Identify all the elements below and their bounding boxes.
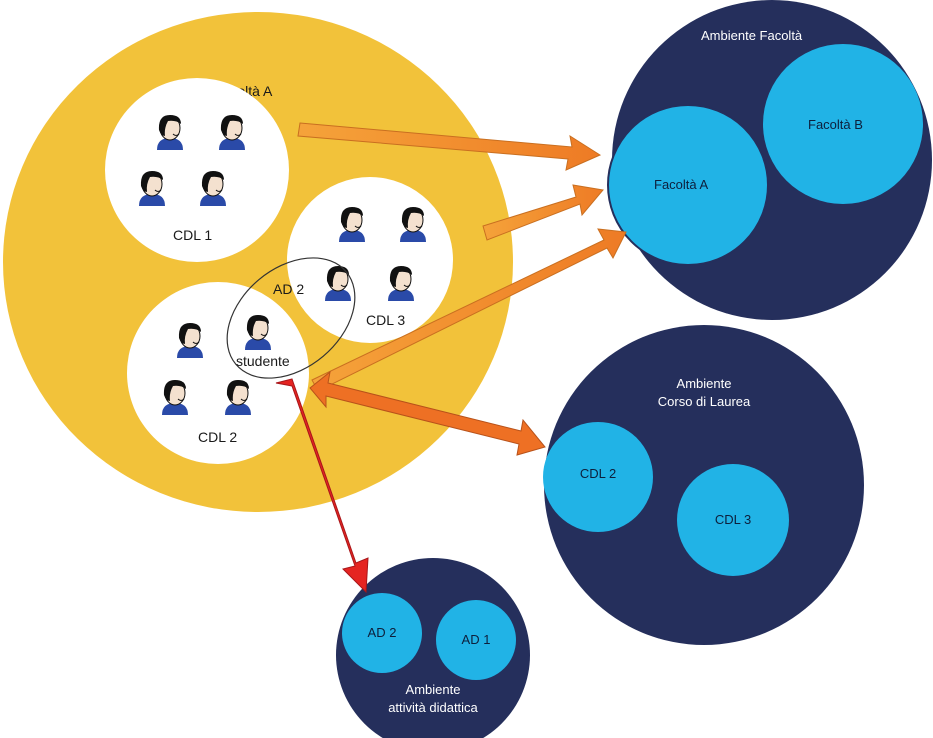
env-course-cdl3-label: CDL 3 (715, 512, 751, 527)
person-icon (224, 379, 252, 416)
person-icon (399, 206, 427, 243)
cdl2-label: CDL 2 (198, 429, 237, 445)
student-icon (244, 314, 272, 351)
person-icon (199, 170, 227, 207)
ad2-label: AD 2 (273, 281, 304, 297)
env-faculty-b-label: Facoltà B (808, 117, 863, 132)
person-icon (338, 206, 366, 243)
env-activity-ad1-label: AD 1 (462, 632, 491, 647)
arrow-cdl2-to-course (309, 370, 546, 456)
env-activity-ad2-circle (342, 593, 422, 673)
env-course-cdl2-circle (543, 422, 653, 532)
env-faculty-title: Ambiente Facoltà (701, 28, 803, 43)
env-course-cdl3-circle (677, 464, 789, 576)
person-icon (176, 322, 204, 359)
arrow-student-to-activity (275, 378, 369, 594)
person-icon (138, 170, 166, 207)
cdl3-label: CDL 3 (366, 312, 405, 328)
env-activity-ad1-circle (436, 600, 516, 680)
person-icon (218, 114, 246, 151)
env-faculty-a-label: Facoltà A (654, 177, 709, 192)
arrow-cdl1-to-faculty (297, 122, 602, 171)
env-activity-title-1: Ambiente (406, 682, 461, 697)
person-icon (387, 265, 415, 302)
cdl1-label: CDL 1 (173, 227, 212, 243)
person-icon (156, 114, 184, 151)
env-activity-title-2: attività didattica (388, 700, 478, 715)
arrow-cdl3-to-faculty (482, 184, 604, 241)
arrow-cdl2-to-faculty (311, 228, 627, 392)
env-activity-ad2-label: AD 2 (368, 625, 397, 640)
ad2-ellipse (226, 257, 356, 379)
person-icon (161, 379, 189, 416)
env-faculty-b-circle (763, 44, 923, 204)
env-course-title-2: Corso di Laurea (658, 394, 751, 409)
env-course-cdl2-label: CDL 2 (580, 466, 616, 481)
student-label: studente (236, 353, 290, 369)
person-icon (324, 265, 352, 302)
env-faculty-a-circle (607, 104, 769, 266)
env-course-title-1: Ambiente (677, 376, 732, 391)
